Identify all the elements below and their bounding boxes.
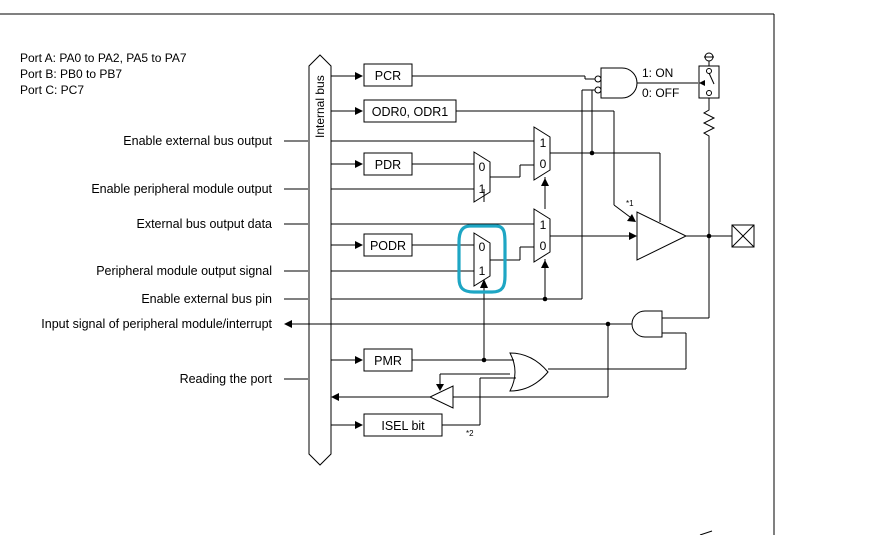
label-reading-the-port: Reading the port [180,372,273,386]
register-pdr: PDR [363,152,413,176]
label-peripheral-module-output-signal: Peripheral module output signal [96,264,272,278]
left-signal-wires [284,131,582,380]
bottom-fragment [699,530,713,535]
register-arrows [331,72,363,429]
label-input-signal-peripheral: Input signal of peripheral module/interr… [41,317,272,331]
register-isel: ISEL bit [363,413,443,437]
mux-output-enable: 1 0 [533,126,551,190]
mux-od-one: 1 [540,218,547,232]
mux-podr-one: 1 [479,264,486,278]
pullup-and-gate: 1: ON 0: OFF [412,66,698,100]
mux-pdr-zero: 0 [479,160,486,174]
register-pcr-label: PCR [375,69,401,83]
output-buffer: *1 [626,199,688,261]
port-note-b: Port B: PB0 to PB7 [20,67,122,81]
mux-podr: 0 1 [412,232,534,360]
port-note-a: Port A: PA0 to PA2, PA5 to PA7 [20,51,187,65]
port-notes: Port A: PA0 to PA2, PA5 to PA7 Port B: P… [20,51,187,97]
label-external-bus-output-data: External bus output data [136,217,272,231]
register-pmr: PMR [363,348,413,372]
port-note-c: Port C: PC7 [20,83,84,97]
label-enable-peripheral-module-output: Enable peripheral module output [91,182,272,196]
input-and-gate [284,310,687,370]
mux-output-data: 1 0 [533,186,551,302]
mux-od-zero: 0 [540,239,547,253]
label-enable-external-bus-pin: Enable external bus pin [141,292,272,306]
pullup-on-label: 1: ON [642,66,673,80]
pin-terminal [662,224,755,319]
mux-oe-one: 1 [540,136,547,150]
signal-labels: Enable external bus output Enable periph… [41,134,272,386]
label-enable-external-bus-output: Enable external bus output [123,134,272,148]
register-isel-label: ISEL bit [381,419,425,433]
register-odr-label: ODR0, ODR1 [372,105,448,119]
internal-bus-label: Internal bus [313,75,327,138]
mux-pdr-one: 1 [479,182,486,196]
register-podr-label: PODR [370,239,406,253]
register-pcr: PCR [363,63,413,87]
buffer-wires [456,89,661,299]
register-odr: ODR0, ODR1 [363,99,457,123]
mux-pdr: 0 1 [412,151,534,203]
pullup-off-label: 0: OFF [642,86,679,100]
mux-podr-zero: 0 [479,240,486,254]
footnote-1: *1 [626,199,634,208]
mux-oe-zero: 0 [540,157,547,171]
footnote-2: *2 [466,429,474,438]
internal-bus: Internal bus [308,54,332,466]
highlight-annotation [457,224,507,294]
register-pmr-label: PMR [374,354,402,368]
read-or-gate: *2 [331,324,609,438]
pullup-switch [698,52,720,236]
register-pdr-label: PDR [375,158,401,172]
page-frame [0,13,775,535]
register-podr: PODR [363,233,413,257]
